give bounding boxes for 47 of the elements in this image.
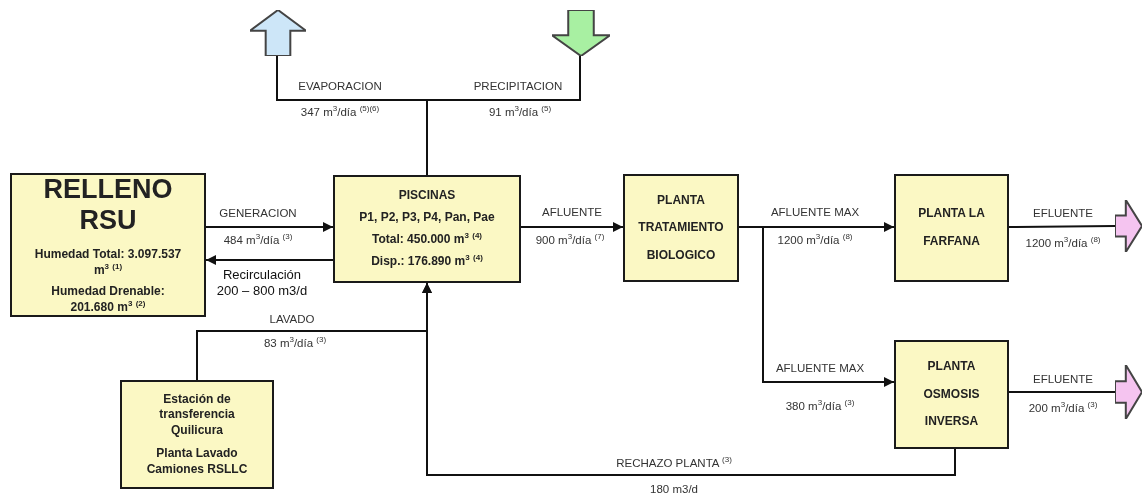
edge-label: GENERACION xyxy=(219,207,297,221)
flow-rate: 380 m$^{3}$/día $^{(3)}$ xyxy=(785,398,855,414)
box-title: RELLENO RSU xyxy=(42,173,174,237)
process-box xyxy=(10,173,206,317)
process-box xyxy=(894,174,1009,282)
edge-label: EFLUENTE xyxy=(1032,207,1094,221)
edge-label: Recirculación 200 – 800 m3/d xyxy=(215,267,309,299)
edge-label: AFLUENTE xyxy=(541,206,603,220)
flow-rate: 83 m$^{3}$/día $^{(3)}$ xyxy=(263,335,327,351)
box-heading: Estación de transferencia Quilicura xyxy=(158,391,236,439)
flow-arrow xyxy=(205,255,334,265)
edge-label: RECHAZO PLANTA $^{(3)}$ xyxy=(616,455,732,471)
flow-rate: 1200 m$^{3}$/día $^{(8)}$ xyxy=(777,232,853,248)
flow-rate: 1200 m$^{3}$/día $^{(8)}$ xyxy=(1025,235,1101,251)
flow-line xyxy=(1008,391,1116,393)
box-heading: PLANTA LA FARFANA xyxy=(917,205,986,250)
process-box xyxy=(894,340,1009,449)
process-box xyxy=(623,174,739,282)
flow-arrow xyxy=(422,282,956,476)
box-text: Planta Lavado Camiones RSLLC xyxy=(145,446,249,478)
flow-rate: 180 m3/d xyxy=(650,483,698,497)
edge-label: PRECIPITACION xyxy=(473,80,563,94)
box-heading: PLANTA TRATAMIENTO BIOLOGICO xyxy=(637,191,725,264)
flow-arrow xyxy=(738,226,895,387)
flow-rate: 91 m$^{3}$/día $^{(5)}$ xyxy=(488,104,552,120)
edge-label: LAVADO xyxy=(269,313,315,327)
flow-arrow xyxy=(205,222,334,232)
flow-rate: 200 m$^{3}$/día $^{(3)}$ xyxy=(1028,400,1098,416)
flow-rate: 900 m$^{3}$/día $^{(7)}$ xyxy=(535,232,605,248)
edge-label: EVAPORACION xyxy=(298,80,382,94)
box-heading: PISCINAS xyxy=(398,187,456,205)
block-arrow xyxy=(1115,365,1142,419)
block-arrow xyxy=(552,10,610,56)
edge-label: AFLUENTE MAX xyxy=(775,362,865,376)
edge-label: AFLUENTE MAX xyxy=(770,206,860,220)
process-box xyxy=(333,175,521,283)
flow-line xyxy=(1008,225,1116,228)
block-arrow xyxy=(250,10,306,56)
flow-line xyxy=(426,55,581,176)
block-arrow xyxy=(1115,200,1142,252)
flow-rate: 484 m$^{3}$/día $^{(3)}$ xyxy=(223,232,293,248)
box-text: P1, P2, P3, P4, Pan, Pae xyxy=(359,208,495,226)
box-heading: PLANTA OSMOSIS INVERSA xyxy=(922,358,981,431)
flow-rate: 347 m$^{3}$/día $^{(5)(6)}$ xyxy=(300,104,380,120)
flow-arrow xyxy=(520,222,624,232)
process-box xyxy=(120,380,274,489)
edge-label: EFLUENTE xyxy=(1032,373,1094,387)
